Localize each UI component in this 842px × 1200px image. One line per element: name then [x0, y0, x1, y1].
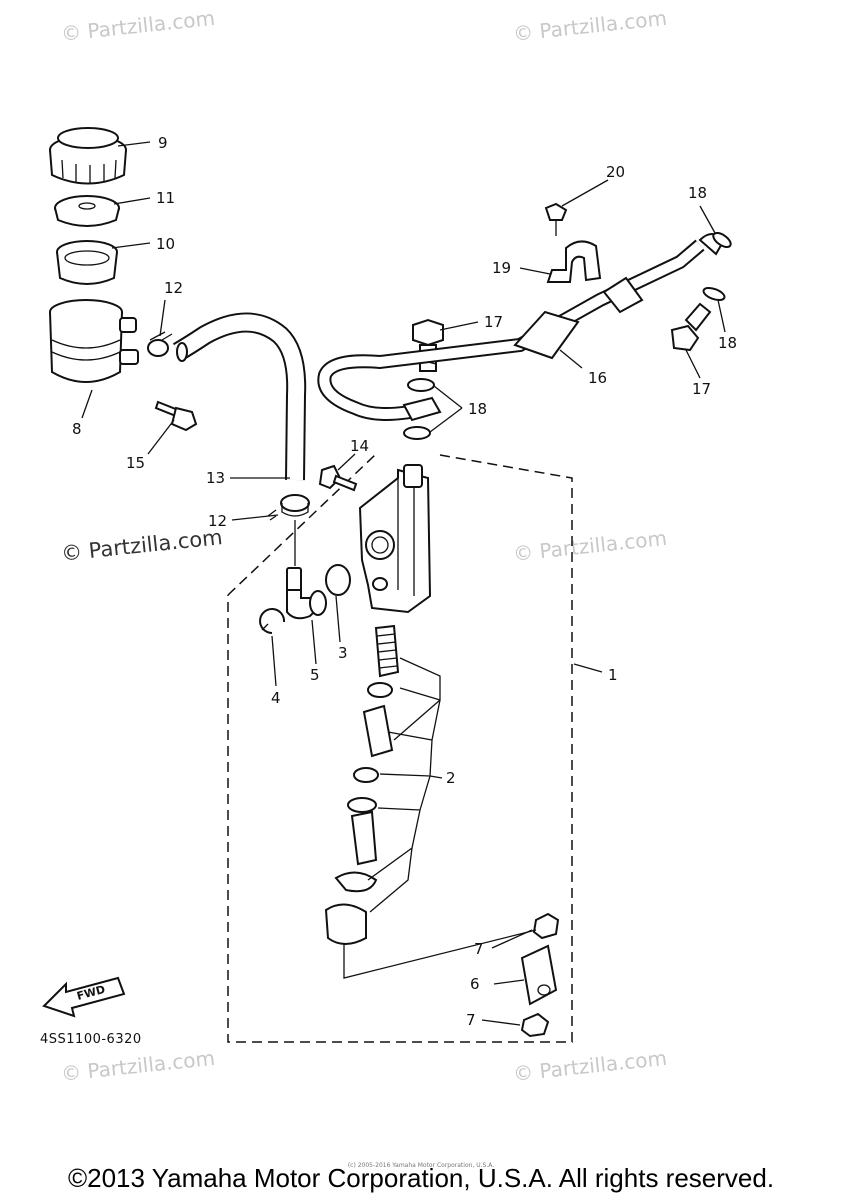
hose-clip-part: [147, 331, 173, 357]
callout-18-right: 18: [718, 334, 737, 352]
callout-10: 10: [156, 235, 175, 253]
copper-washer-part: [712, 231, 732, 249]
master-cylinder-body-part: [358, 464, 432, 614]
diaphragm-plate-part: [54, 195, 120, 227]
callout-12: 12: [164, 279, 183, 297]
copper-washer-part: [403, 426, 431, 440]
callout-numbers: 9 11 10 12 8 15 13 12 14 17 18 16 20 19 …: [72, 134, 737, 1029]
callout-11: 11: [156, 189, 175, 207]
hose-clamp-part: [546, 240, 602, 283]
callout-14: 14: [350, 437, 369, 455]
callout-17: 17: [484, 313, 503, 331]
callout-8: 8: [72, 420, 82, 438]
callout-9: 9: [158, 134, 168, 152]
tiny-copyright: (c) 2005-2016 Yamaha Motor Corporation, …: [347, 1162, 495, 1169]
brake-hose-part: [317, 233, 726, 422]
o-ring-part: [325, 564, 351, 596]
clamp-screw-part: [544, 202, 568, 236]
leader-lines: [81, 141, 726, 1026]
diaphragm-part: [56, 240, 118, 285]
hose-joint-part: [286, 567, 327, 620]
union-bolt-right-part: [670, 302, 712, 352]
callout-13: 13: [206, 469, 225, 487]
clevis-part: [520, 944, 558, 1006]
circlip-part: [259, 608, 286, 634]
callout-18: 18: [468, 400, 487, 418]
callout-7-top: 7: [474, 940, 484, 958]
callout-16: 16: [588, 369, 607, 387]
callout-7-bottom: 7: [466, 1011, 476, 1029]
diagram-part-code: 4SS1100-6320: [40, 1032, 142, 1047]
master-cylinder-bolt-part: [318, 464, 358, 492]
reservoir-cap-part: [49, 127, 127, 185]
nut-part: [532, 912, 560, 940]
copper-washer-part: [407, 378, 435, 392]
fwd-arrow-icon: FWD: [42, 976, 126, 1018]
callout-4: 4: [271, 689, 281, 707]
callout-1: 1: [608, 666, 618, 684]
callout-19: 19: [492, 259, 511, 277]
callout-2: 2: [446, 769, 456, 787]
callout-17-right: 17: [692, 380, 711, 398]
callout-6: 6: [470, 975, 480, 993]
copper-washer-part: [702, 286, 726, 302]
callout-20: 20: [606, 163, 625, 181]
callout-5: 5: [310, 666, 320, 684]
callout-15: 15: [126, 454, 145, 472]
assembly-boundary: [227, 454, 573, 1043]
hose-clip-lower-part: [267, 494, 310, 521]
reservoir-tank-part: [49, 299, 139, 383]
callout-18-top: 18: [688, 184, 707, 202]
nut-part: [520, 1012, 550, 1038]
callout-3: 3: [338, 644, 348, 662]
piston-kit-part: [324, 624, 400, 945]
callout-12-lower: 12: [208, 512, 227, 530]
reservoir-bolt-part: [154, 400, 198, 432]
copyright-notice: ©2013 Yamaha Motor Corporation, U.S.A. A…: [67, 1163, 775, 1193]
